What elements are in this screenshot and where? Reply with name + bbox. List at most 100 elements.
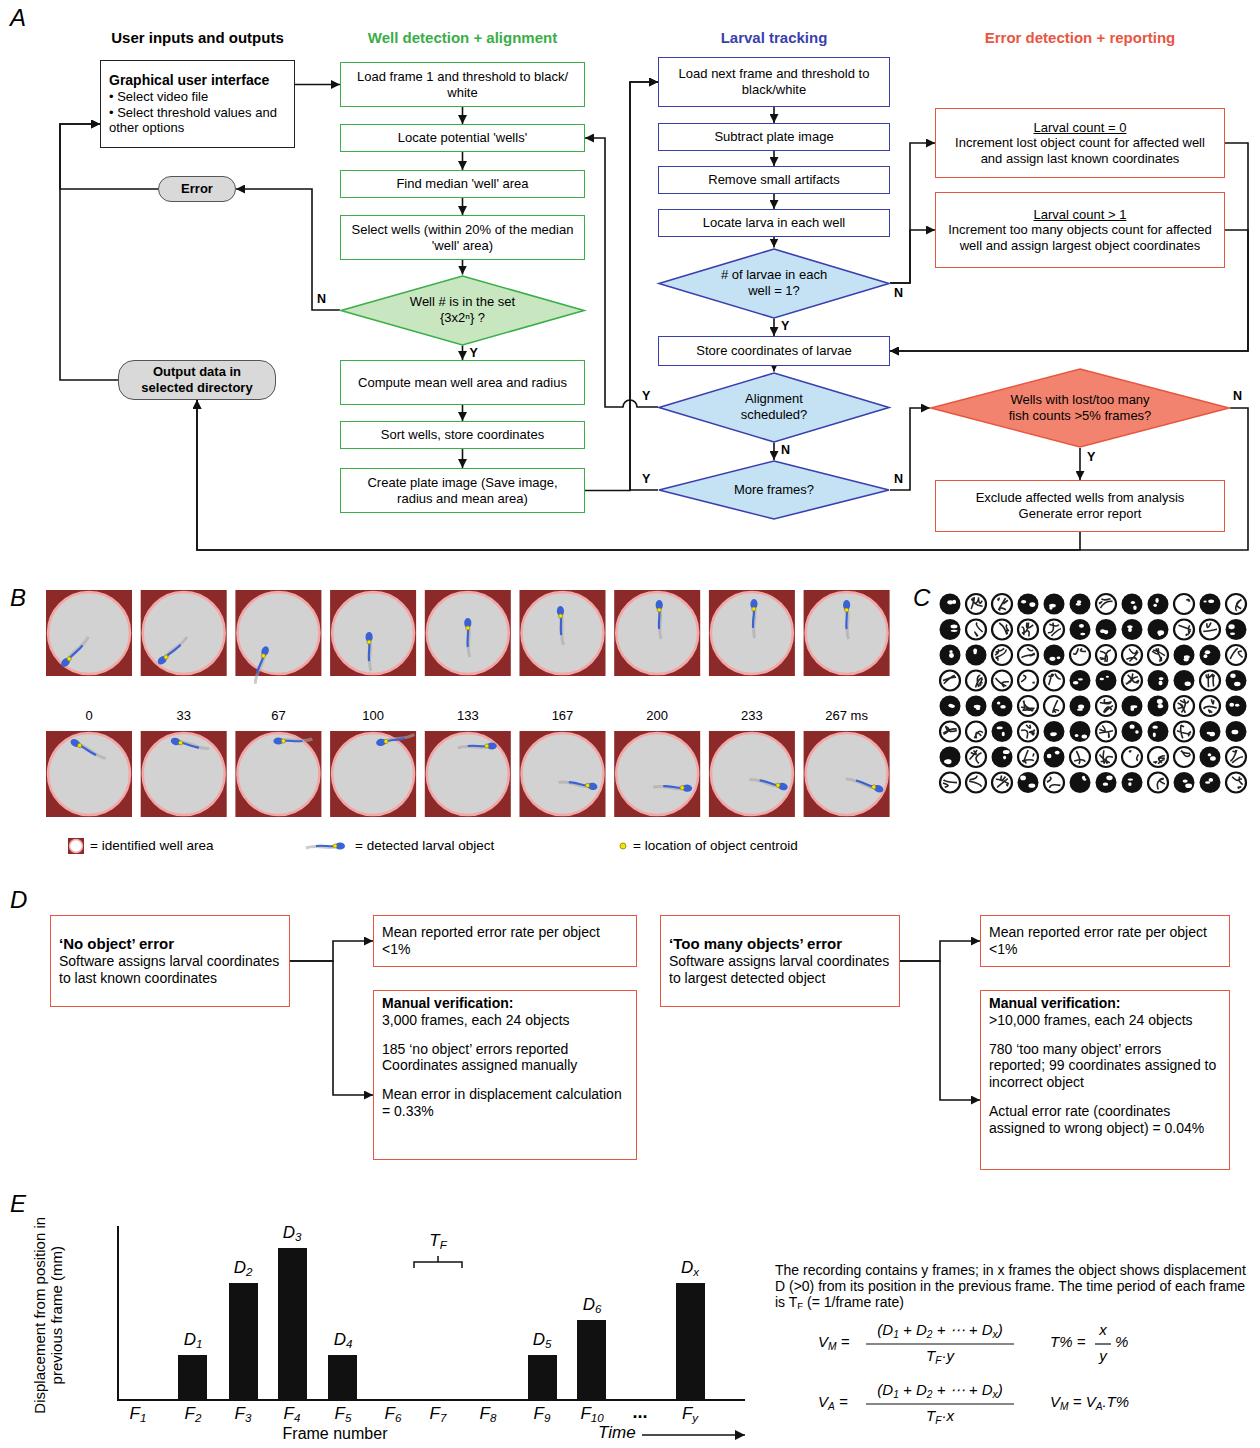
figure-part: D [982, 1321, 993, 1338]
node-text: Load frame 1 and threshold to black/ whi… [349, 69, 576, 100]
figure-part: + [899, 1321, 916, 1338]
result-box: Manual verification:>10,000 frames, each… [980, 990, 1230, 1170]
figure-part [1184, 655, 1190, 659]
formula: (D1 + D2 + ⋯ + Dx) [862, 1381, 1018, 1398]
note: The recording contains y frames; in x fr… [775, 1262, 1253, 1310]
well-trace [1018, 772, 1039, 793]
figure-part: F [480, 1404, 490, 1423]
legend-item: = identified well area [90, 838, 213, 854]
node-text: Subtract plate image [667, 129, 881, 145]
figure-part [1235, 704, 1239, 707]
well-trace [1070, 772, 1091, 793]
well-trace [1122, 619, 1143, 640]
figure-part: = [1069, 1393, 1086, 1410]
figure-part: V [818, 1393, 828, 1410]
figure-part [1073, 681, 1079, 684]
figure-part: D [283, 1223, 295, 1242]
process-box: Compute mean well area and radius [340, 360, 585, 405]
node-text: Exclude affected wells from analysis [944, 490, 1216, 506]
well-trace [1200, 594, 1221, 615]
frame-background [46, 590, 132, 676]
figure-part [992, 773, 1012, 793]
well-trace [966, 773, 986, 793]
figure-part [1100, 699, 1113, 713]
node-text: Graphical user interface [109, 72, 286, 89]
figure-part [1230, 633, 1235, 635]
well-trace [1200, 620, 1220, 640]
legend-item: = location of object centroid [633, 838, 798, 854]
figure-part [943, 726, 957, 735]
figure-part: F [935, 1355, 941, 1366]
connector [890, 143, 935, 283]
figure-part [254, 657, 265, 684]
connector [462, 152, 464, 170]
figure-part [1018, 696, 1038, 716]
diamond-outline [659, 249, 889, 318]
connector [900, 961, 980, 1100]
node-body: >10,000 frames, each 24 objects [989, 1012, 1221, 1029]
edge-label: N [893, 286, 904, 300]
figure-part: 1 [140, 1412, 146, 1424]
figure-part [1200, 696, 1220, 716]
figure-part [1206, 674, 1214, 688]
well-area [806, 733, 888, 815]
figure-part [1153, 756, 1165, 764]
well-trace [1226, 645, 1246, 665]
well-trace [1070, 645, 1090, 665]
figure-part [1200, 645, 1221, 666]
figure-part [1130, 705, 1137, 708]
panel-letter: A [10, 4, 26, 32]
figure-part: D [982, 1381, 993, 1398]
frame-background [141, 590, 227, 676]
tick-label: F5 [318, 1404, 368, 1424]
figure-part [1096, 645, 1116, 665]
connector [773, 319, 775, 337]
well-trace [940, 773, 960, 793]
text-holder: Wells with lost/too many fish counts >5%… [1002, 392, 1158, 423]
well-trace [1174, 645, 1195, 666]
node-text: Error [169, 181, 225, 197]
legend-icon [70, 840, 83, 853]
time-label: 33 [154, 709, 214, 724]
formula: VM = VA.T% [1050, 1393, 1129, 1410]
figure-part [1174, 747, 1194, 767]
frame-background [709, 590, 795, 676]
figure-part [1076, 603, 1081, 606]
figure-part [1174, 722, 1194, 742]
figure-part [1157, 699, 1163, 704]
edge-label: N [780, 443, 791, 457]
well-trace [1174, 620, 1194, 640]
figure-part [940, 773, 960, 793]
figure-part [1205, 781, 1210, 783]
edge-label: N [1232, 389, 1243, 403]
well-trace [1200, 747, 1221, 768]
figure-part: 10 [591, 1412, 604, 1424]
decision-diamond: Wells with lost/too many fish counts >5%… [930, 368, 1230, 448]
figure-part [940, 747, 961, 768]
larva-object [558, 777, 598, 791]
figure-part [1148, 696, 1169, 717]
larva-object [653, 782, 692, 793]
figure-part: y [692, 1412, 698, 1424]
figure-part [1187, 599, 1190, 601]
figure-part: 5 [545, 1338, 551, 1350]
figure-part: 2 [927, 1389, 933, 1400]
figure-part: ( [877, 1381, 882, 1398]
figure-part [1021, 675, 1035, 683]
well-trace [1200, 696, 1220, 716]
larva-object [845, 774, 884, 794]
figure-part [997, 702, 1000, 705]
centroid-dot [485, 744, 489, 748]
node-text: Mean reported error rate per object <1% [989, 924, 1221, 958]
text-holder: More frames? [714, 482, 835, 498]
figure-part [950, 704, 955, 707]
larva-object [366, 632, 373, 671]
figure-part: ·y [941, 1347, 954, 1364]
figure-part [1070, 747, 1090, 767]
figure-part [1106, 676, 1109, 678]
well-trace [1018, 722, 1038, 742]
figure-part [1208, 600, 1214, 603]
decision-diamond: More frames? [658, 460, 890, 520]
figure-part [1129, 724, 1134, 728]
node-text: Store coordinates of larvae [667, 343, 881, 359]
